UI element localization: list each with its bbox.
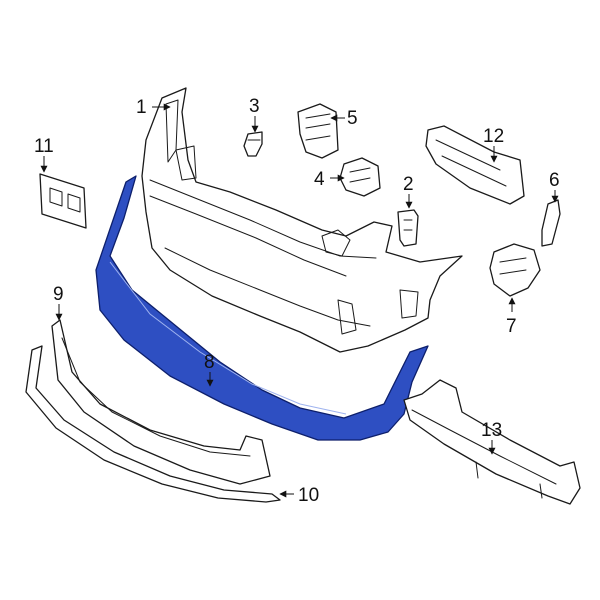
- callout-1[interactable]: 1: [136, 97, 147, 118]
- callout-3[interactable]: 3: [249, 96, 260, 117]
- bracket-part-11[interactable]: [39, 173, 87, 229]
- callout-labels: 1 2 3 4 5 6 7 8 9 10 11 12 13: [34, 96, 560, 506]
- bracket-part-5[interactable]: [297, 103, 339, 159]
- molding-part-10[interactable]: [25, 345, 281, 503]
- bumper-cover-part-1[interactable]: [141, 87, 463, 353]
- bracket-part-2[interactable]: [397, 209, 419, 247]
- callout-13[interactable]: 13: [481, 420, 502, 441]
- callout-leaders: [40, 103, 559, 498]
- callout-12[interactable]: 12: [483, 126, 504, 147]
- callout-8[interactable]: 8: [204, 352, 215, 373]
- callout-2[interactable]: 2: [403, 174, 414, 195]
- skid-plate-part-9[interactable]: [51, 319, 271, 485]
- bracket-part-7[interactable]: [489, 243, 541, 297]
- lower-cover-part-8[interactable]: [95, 175, 429, 441]
- bracket-part-6[interactable]: [541, 199, 561, 247]
- absorber-part-12[interactable]: [425, 125, 525, 205]
- callout-10[interactable]: 10: [298, 485, 319, 506]
- callout-6[interactable]: 6: [549, 170, 560, 191]
- callout-4[interactable]: 4: [314, 169, 325, 190]
- clip-part-3[interactable]: [243, 131, 263, 157]
- callout-7[interactable]: 7: [506, 316, 517, 337]
- callout-9[interactable]: 9: [53, 284, 64, 305]
- callout-11[interactable]: 11: [34, 136, 54, 157]
- bracket-part-4[interactable]: [339, 157, 381, 197]
- callout-5[interactable]: 5: [347, 108, 358, 129]
